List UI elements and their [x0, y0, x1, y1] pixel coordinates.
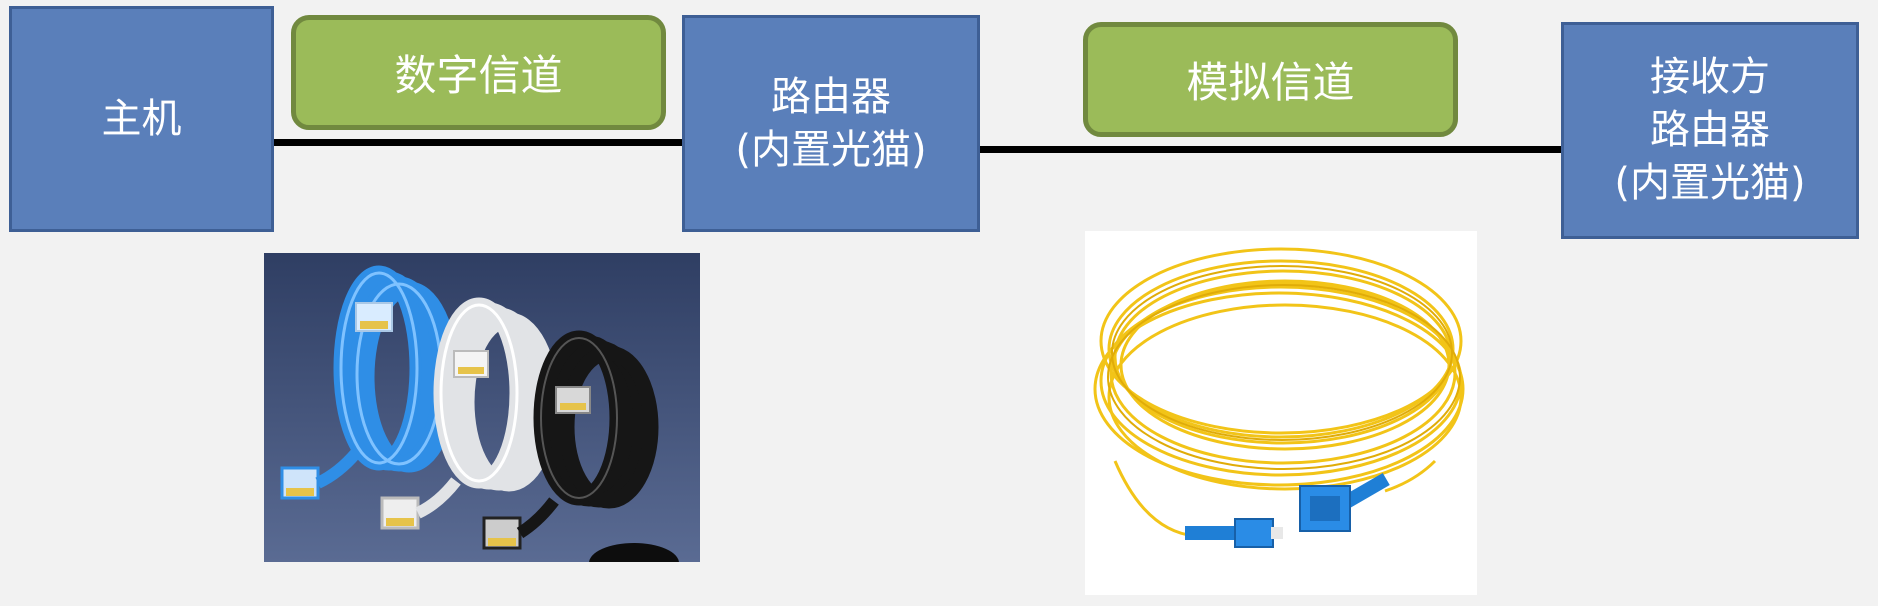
fiber-optic-cable-image	[1085, 231, 1477, 595]
host-node-label: 主机	[101, 95, 182, 142]
analog-channel-box: 模拟信道	[1083, 22, 1458, 137]
router-node: 路由器 (内置光猫)	[682, 15, 980, 232]
analog-link-line	[978, 146, 1561, 153]
ethernet-cables-image	[264, 253, 700, 562]
receiver-router-node: 接收方 路由器 (内置光猫)	[1561, 22, 1859, 239]
router-node-label: 路由器 (内置光猫)	[735, 73, 927, 173]
host-node: 主机	[9, 6, 274, 232]
digital-channel-box: 数字信道	[291, 15, 666, 130]
receiver-router-node-label: 接收方 路由器 (内置光猫)	[1614, 54, 1806, 206]
analog-channel-label: 模拟信道	[1186, 58, 1355, 107]
digital-channel-label: 数字信道	[394, 51, 563, 100]
digital-link-line	[272, 139, 685, 146]
